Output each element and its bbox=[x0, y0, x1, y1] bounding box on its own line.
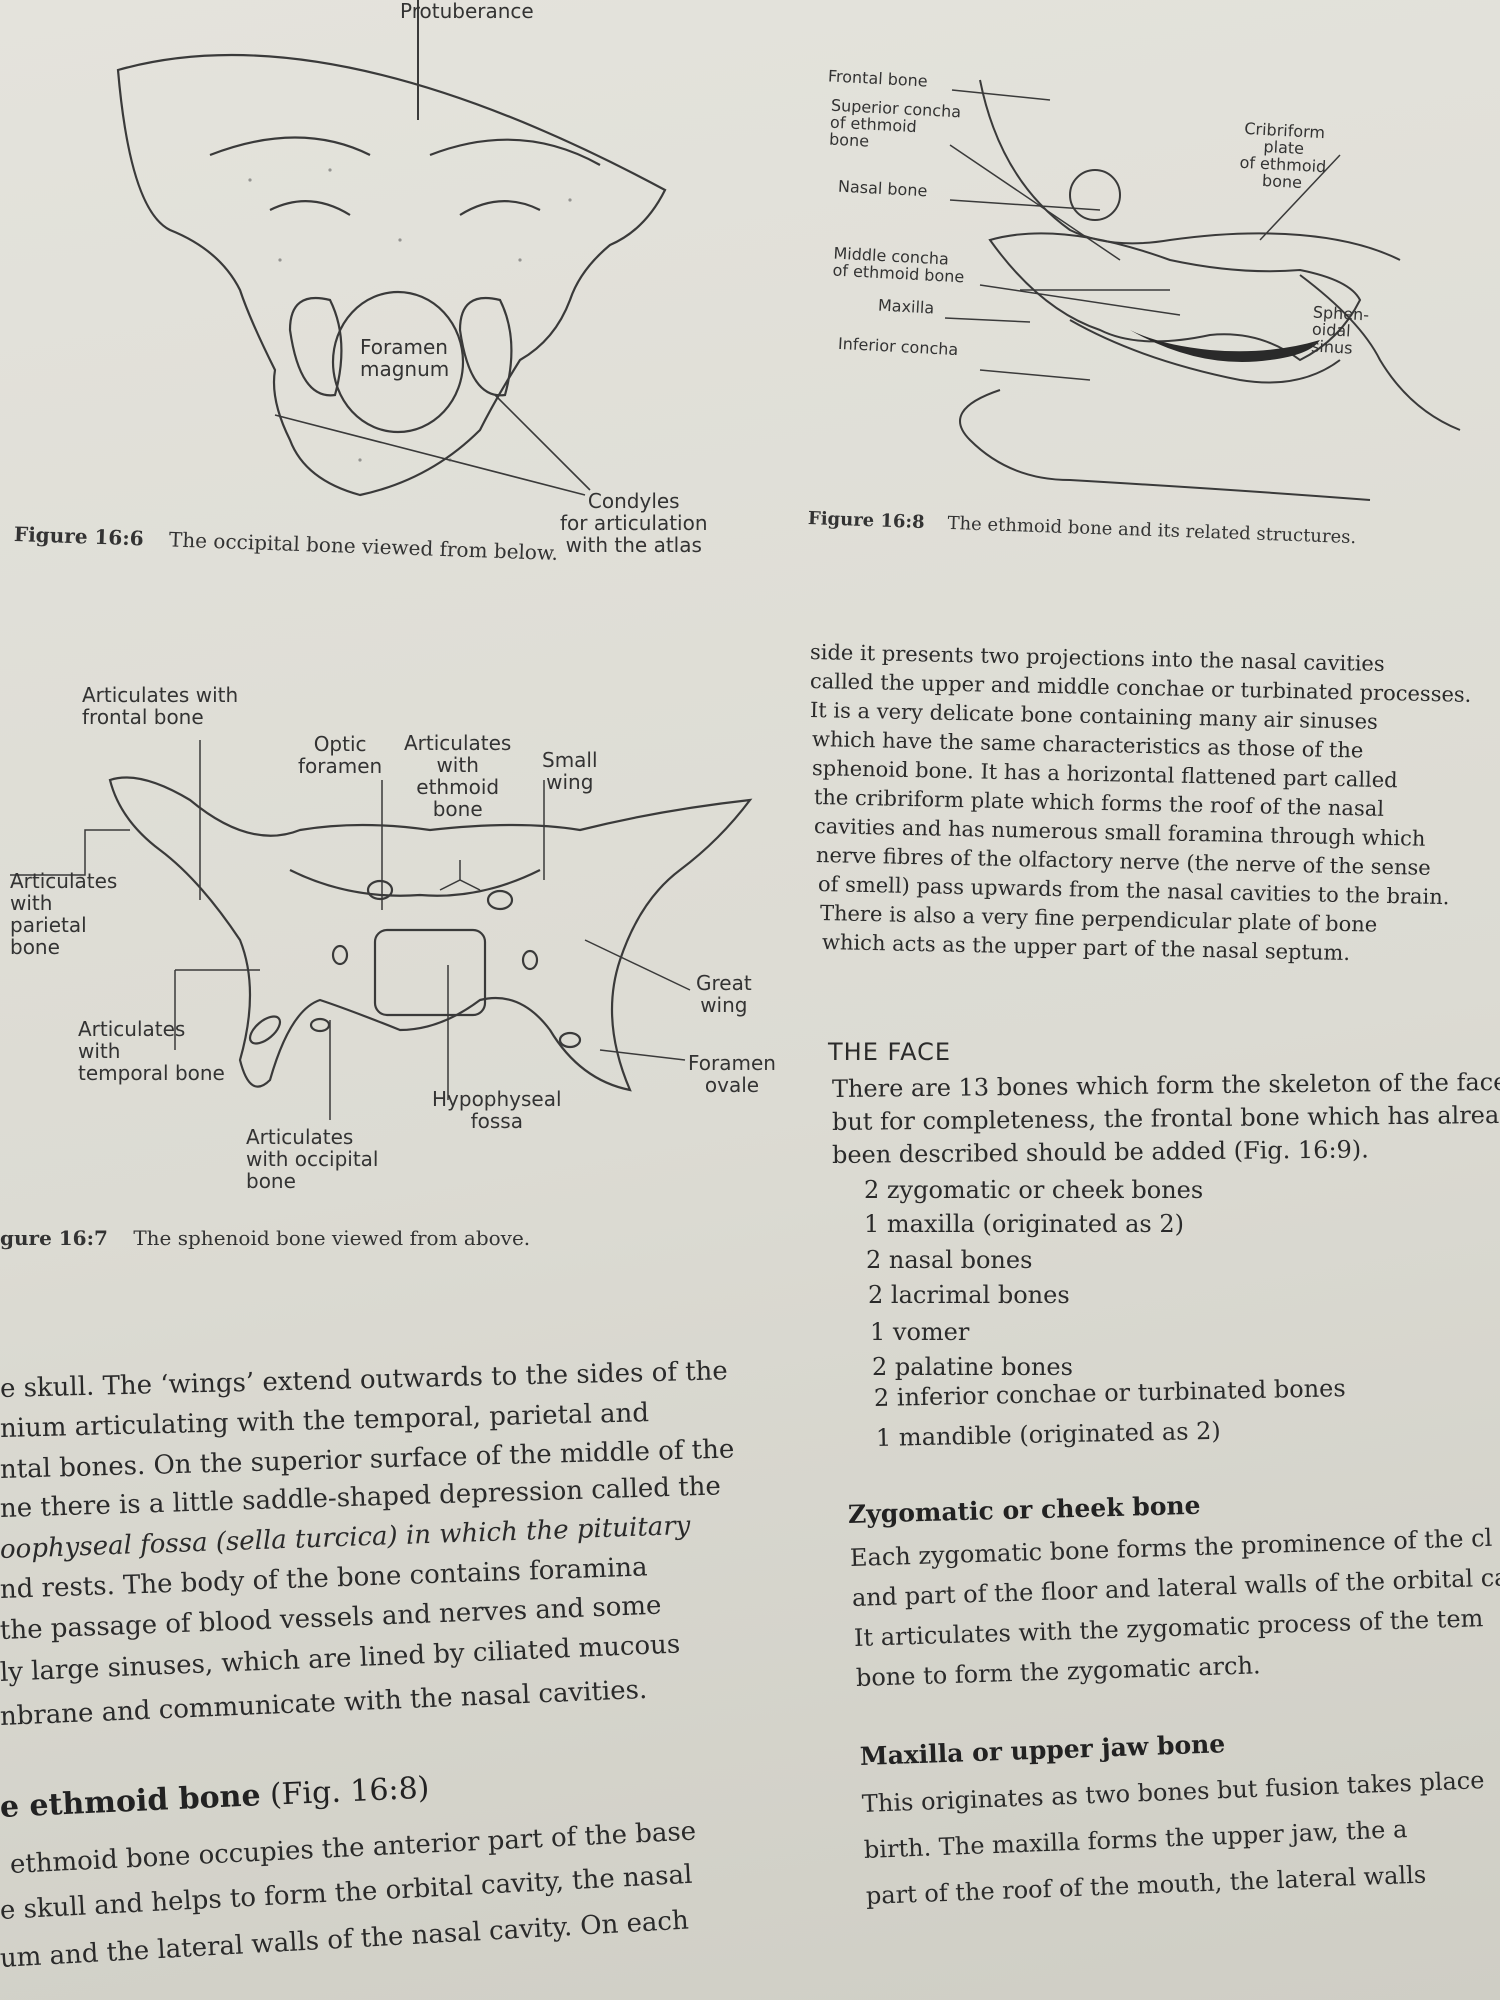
frontal-bone-label: Frontal bone bbox=[827, 66, 929, 91]
maxilla-line-3: part of the roof of the mouth, the later… bbox=[865, 1860, 1427, 1910]
great-wing-label: Great wing bbox=[696, 971, 752, 1017]
zygomatic-line-2: and part of the floor and lateral walls … bbox=[851, 1563, 1500, 1612]
protuberance-label: Protuberance bbox=[400, 0, 534, 23]
maxilla-label: Maxilla bbox=[877, 295, 935, 318]
sphenoid-bone-illustration bbox=[108, 776, 753, 1092]
articulates-parietal-label: Articulates with parietal bone bbox=[10, 869, 118, 959]
figure-16-7-caption: gure 16:7 The sphenoid bone viewed from … bbox=[0, 1226, 530, 1250]
superior-concha-label: Superior concha of ethmoid bone bbox=[828, 95, 962, 151]
hypophyseal-fossa-label: Hypophyseal fossa bbox=[432, 1087, 562, 1133]
bone-list-item-5: 1 vomer bbox=[870, 1318, 970, 1346]
figure-16-7-number: gure 16:7 bbox=[0, 1226, 108, 1250]
figure-16-8-leaders bbox=[944, 89, 1341, 381]
ethmoid-heading-ref: (Fig. 16:8) bbox=[259, 1770, 431, 1814]
maxilla-line-2: birth. The maxilla forms the upper jaw, … bbox=[863, 1815, 1408, 1864]
articulates-frontal-label: Articulates with frontal bone bbox=[82, 683, 239, 729]
bone-list-item-4: 2 lacrimal bones bbox=[868, 1281, 1070, 1309]
articulates-occipital-label: Articulates with occipital bone bbox=[246, 1125, 379, 1193]
ethmoid-heading-bold: e ethmoid bone bbox=[0, 1778, 262, 1825]
bone-list-item-6: 2 palatine bones bbox=[872, 1353, 1073, 1381]
sphenoidal-sinus-label: Sphen- oidal sinus bbox=[1310, 302, 1370, 358]
right-text-line-11: which acts as the upper part of the nasa… bbox=[821, 930, 1351, 966]
bone-list-item-3: 2 nasal bones bbox=[866, 1246, 1033, 1274]
optic-foramen-label: Optic foramen bbox=[298, 732, 383, 778]
figure-16-7-leaders bbox=[10, 740, 691, 1120]
inferior-concha-label: Inferior concha bbox=[837, 333, 959, 360]
figure-16-8-caption: Figure 16:8 The ethmoid bone and its rel… bbox=[808, 508, 1357, 548]
zygomatic-line-4: bone to form the zygomatic arch. bbox=[855, 1651, 1261, 1692]
middle-concha-label: Middle concha of ethmoid bone bbox=[832, 243, 965, 287]
figure-16-8-text: The ethmoid bone and its related structu… bbox=[947, 512, 1357, 549]
zygomatic-line-3: It articulates with the zygomatic proces… bbox=[853, 1604, 1484, 1652]
maxilla-line-1: This originates as two bones but fusion … bbox=[861, 1766, 1485, 1818]
maxilla-heading: Maxilla or upper jaw bone bbox=[859, 1729, 1226, 1771]
foramen-magnum-label: Foramen magnum bbox=[360, 335, 450, 381]
face-text-line-2: but for completeness, the frontal bone w… bbox=[831, 1100, 1500, 1136]
left-text-line-1: e skull. The ‘wings’ extend outwards to … bbox=[0, 1356, 729, 1404]
ethmoid-section-heading: e ethmoid bone (Fig. 16:8) bbox=[0, 1771, 430, 1825]
figure-16-8-number: Figure 16:8 bbox=[807, 508, 926, 534]
zygomatic-heading: Zygomatic or cheek bone bbox=[847, 1490, 1201, 1529]
nasal-bone-label: Nasal bone bbox=[837, 176, 928, 201]
bone-list-item-8: 1 mandible (originated as 2) bbox=[875, 1416, 1222, 1452]
face-text-line-3: been described should be added (Fig. 16:… bbox=[831, 1135, 1369, 1169]
face-text-line-1: There are 13 bones which form the skelet… bbox=[831, 1067, 1500, 1103]
occipital-bone-illustration bbox=[116, 0, 667, 497]
bone-list-item-1: 2 zygomatic or cheek bones bbox=[864, 1176, 1204, 1204]
small-wing-label: Small wing bbox=[542, 748, 598, 794]
condyles-label: Condyles for articulation with the atlas bbox=[560, 489, 708, 557]
cribriform-plate-label: Cribriform plate of ethmoid bone bbox=[1239, 118, 1327, 192]
articulates-temporal-label: Articulates with temporal bone bbox=[78, 1017, 225, 1085]
figure-16-7-text: The sphenoid bone viewed from above. bbox=[133, 1226, 531, 1250]
figure-16-6-number: Figure 16:6 bbox=[13, 522, 145, 551]
bone-list-item-2: 1 maxilla (originated as 2) bbox=[864, 1210, 1184, 1238]
left-text-line-2: nium articulating with the temporal, par… bbox=[0, 1398, 650, 1444]
the-face-heading: THE FACE bbox=[828, 1038, 952, 1066]
foramen-ovale-label: Foramen ovale bbox=[688, 1051, 776, 1097]
articulates-ethmoid-label: Articulates with ethmoid bone bbox=[404, 731, 512, 821]
ethmoid-bone-illustration bbox=[959, 79, 1461, 501]
zygomatic-line-1: Each zygomatic bone forms the prominence… bbox=[849, 1523, 1493, 1572]
